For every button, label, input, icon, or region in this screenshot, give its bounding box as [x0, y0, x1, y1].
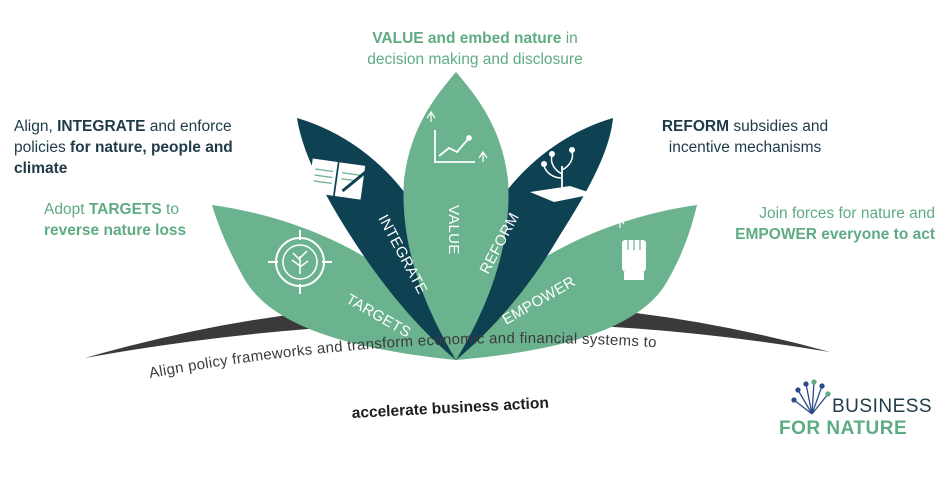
caption-integrate: Align, INTEGRATE and enforce policies fo…	[14, 118, 233, 177]
petal-reform	[456, 118, 613, 360]
action-text: accelerate business action	[351, 395, 549, 422]
curve-caption: Align policy frameworks and transform ec…	[148, 330, 657, 382]
target-plant-icon	[268, 230, 332, 294]
svg-text:Align policy frameworks and tr: Align policy frameworks and transform ec…	[148, 330, 658, 382]
money-plant-icon	[530, 147, 594, 202]
book-pen-icon	[308, 158, 369, 200]
petal-value	[403, 72, 509, 360]
caption-reform: REFORM subsidies and incentive mechanism…	[661, 118, 829, 156]
growth-chart-icon	[426, 110, 488, 163]
flower-logo-icon	[791, 379, 831, 415]
caption-targets: Adopt TARGETS to reverse nature loss	[44, 201, 187, 239]
petal-targets	[212, 205, 456, 360]
caption-value: VALUE and embed nature in decision makin…	[367, 30, 583, 68]
ground-curve	[85, 302, 830, 358]
caption-empower: Join forces for nature and EMPOWER every…	[735, 205, 935, 243]
logo-business: BUSINESS	[832, 396, 932, 417]
raised-fist-icon	[615, 216, 646, 280]
logo-for-nature: FOR NATURE	[779, 418, 907, 439]
petal-label-value: VALUE	[445, 205, 462, 255]
